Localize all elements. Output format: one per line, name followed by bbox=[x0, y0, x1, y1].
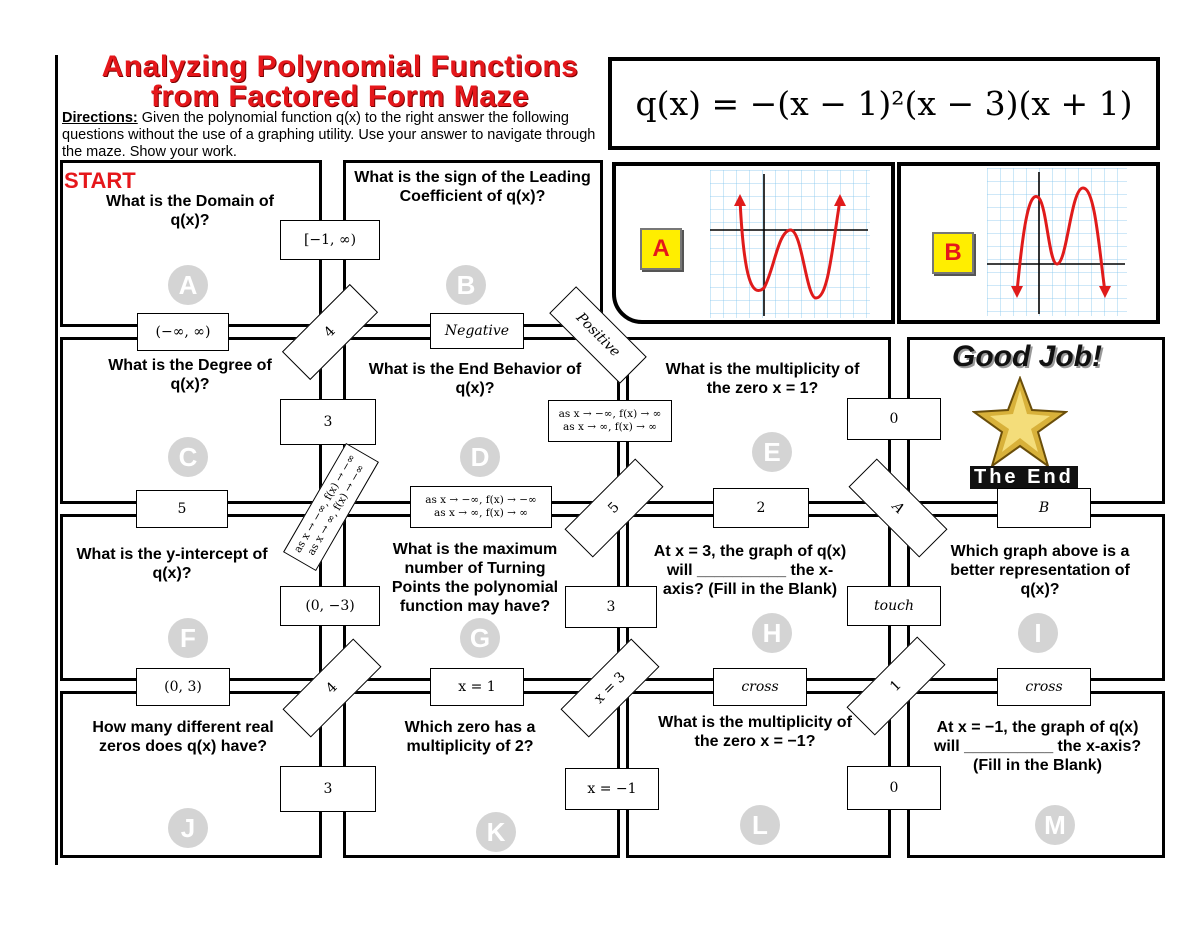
title-line-1: Analyzing Polynomial Functions bbox=[101, 50, 579, 83]
answer-three-a[interactable]: 3 bbox=[280, 399, 376, 445]
graph-a-arrow-left bbox=[734, 194, 746, 206]
answer-end-behavior-down-up[interactable]: as x → −∞, f(x) → −∞ as x → ∞, f(x) → ∞ bbox=[410, 486, 552, 528]
question-k: Which zero has a multiplicity of 2? bbox=[404, 719, 536, 755]
end-behavior-down-up-line1: as x → −∞, f(x) → −∞ bbox=[425, 494, 537, 506]
graph-b bbox=[987, 168, 1127, 316]
question-m: At x = −1, the graph of q(x) will ______… bbox=[933, 719, 1142, 774]
question-d: What is the End Behavior of q(x)? bbox=[368, 361, 582, 397]
question-l: What is the multiplicity of the zero x =… bbox=[658, 714, 852, 750]
graph-b-arrow-left bbox=[1011, 286, 1023, 298]
graph-a-grid bbox=[710, 170, 870, 318]
cell-letter-b: B bbox=[446, 265, 486, 305]
graph-b-curve bbox=[1015, 186, 1107, 293]
answer-two[interactable]: 2 bbox=[713, 488, 809, 528]
cell-letter-f: F bbox=[168, 618, 208, 658]
cell-letter-g: G bbox=[460, 618, 500, 658]
question-h: At x = 3, the graph of q(x) will _______… bbox=[653, 543, 847, 598]
end-behavior-down-up-line2: as x → ∞, f(x) → ∞ bbox=[433, 507, 529, 519]
graph-b-label: B bbox=[932, 232, 974, 274]
worksheet-title: Analyzing Polynomial Functions from Fact… bbox=[60, 52, 620, 112]
question-g: What is the maximum number of Turning Po… bbox=[391, 541, 559, 615]
cell-letter-m: M bbox=[1035, 805, 1075, 845]
question-c: What is the Degree of q(x)? bbox=[108, 357, 272, 393]
end-behavior-up-up-line2: as x → ∞, f(x) → ∞ bbox=[562, 421, 658, 433]
star-highlight bbox=[990, 390, 1050, 452]
answer-x-equals-neg1[interactable]: x = −1 bbox=[565, 768, 659, 810]
the-end-label: The End bbox=[970, 466, 1078, 489]
directions-body: Given the polynomial function q(x) to th… bbox=[62, 110, 596, 160]
answer-five[interactable]: 5 bbox=[136, 490, 228, 528]
graph-a-curve bbox=[738, 199, 842, 300]
answer-touch[interactable]: touch bbox=[847, 586, 941, 626]
question-a: What is the Domain of q(x)? bbox=[106, 193, 274, 229]
answer-domain-interval[interactable]: [−1, ∞) bbox=[280, 220, 380, 260]
answer-cross-a[interactable]: cross bbox=[713, 668, 807, 706]
graph-a-label: A bbox=[640, 228, 682, 270]
cell-letter-e: E bbox=[752, 432, 792, 472]
end-behavior-up-up-line1: as x → −∞, f(x) → ∞ bbox=[558, 408, 662, 420]
directions-text: Directions: Given the polynomial functio… bbox=[62, 110, 607, 161]
cell-letter-i: I bbox=[1018, 613, 1058, 653]
answer-zero-b[interactable]: 0 bbox=[847, 766, 941, 810]
good-job-text: Good Job! bbox=[952, 340, 1102, 373]
cell-letter-a: A bbox=[168, 265, 208, 305]
answer-graph-b[interactable]: B bbox=[997, 488, 1091, 528]
cell-letter-d: D bbox=[460, 437, 500, 477]
cell-letter-l: L bbox=[740, 805, 780, 845]
answer-intercept-neg3[interactable]: (0, −3) bbox=[280, 586, 380, 626]
graph-a bbox=[710, 170, 870, 318]
cell-letter-c: C bbox=[168, 437, 208, 477]
answer-zero-a[interactable]: 0 bbox=[847, 398, 941, 440]
question-b: What is the sign of the Leading Coeffici… bbox=[354, 169, 591, 205]
question-i: Which graph above is a better representa… bbox=[950, 543, 1130, 598]
answer-three-c[interactable]: 3 bbox=[280, 766, 376, 812]
question-f: What is the y-intercept of q(x)? bbox=[76, 546, 268, 582]
answer-three-b[interactable]: 3 bbox=[565, 586, 657, 628]
cell-letter-k: K bbox=[476, 812, 516, 852]
question-e: What is the multiplicity of the zero x =… bbox=[665, 361, 860, 397]
directions-label: Directions: bbox=[62, 110, 138, 126]
function-formula: q(x) = −(x − 1)²(x − 3)(x + 1) bbox=[608, 57, 1160, 150]
formula-text: q(x) = −(x − 1)²(x − 3)(x + 1) bbox=[635, 84, 1133, 123]
answer-cross-b[interactable]: cross bbox=[997, 668, 1091, 706]
title-line-2: from Factored Form Maze bbox=[150, 80, 530, 113]
answer-domain-all-reals[interactable]: (−∞, ∞) bbox=[137, 313, 229, 351]
answer-intercept-3[interactable]: (0, 3) bbox=[136, 668, 230, 706]
left-margin-rule bbox=[55, 55, 58, 865]
graph-b-arrow-right bbox=[1099, 286, 1111, 298]
answer-end-behavior-up-up[interactable]: as x → −∞, f(x) → ∞ as x → ∞, f(x) → ∞ bbox=[548, 400, 672, 442]
cell-letter-h: H bbox=[752, 613, 792, 653]
gold-star-icon bbox=[972, 376, 1068, 468]
graph-a-arrow-right bbox=[834, 194, 846, 206]
start-label: START bbox=[64, 168, 136, 193]
answer-x-equals-1[interactable]: x = 1 bbox=[430, 668, 524, 706]
question-j: How many different real zeros does q(x) … bbox=[92, 719, 274, 755]
cell-letter-j: J bbox=[168, 808, 208, 848]
answer-negative[interactable]: Negative bbox=[430, 313, 524, 349]
